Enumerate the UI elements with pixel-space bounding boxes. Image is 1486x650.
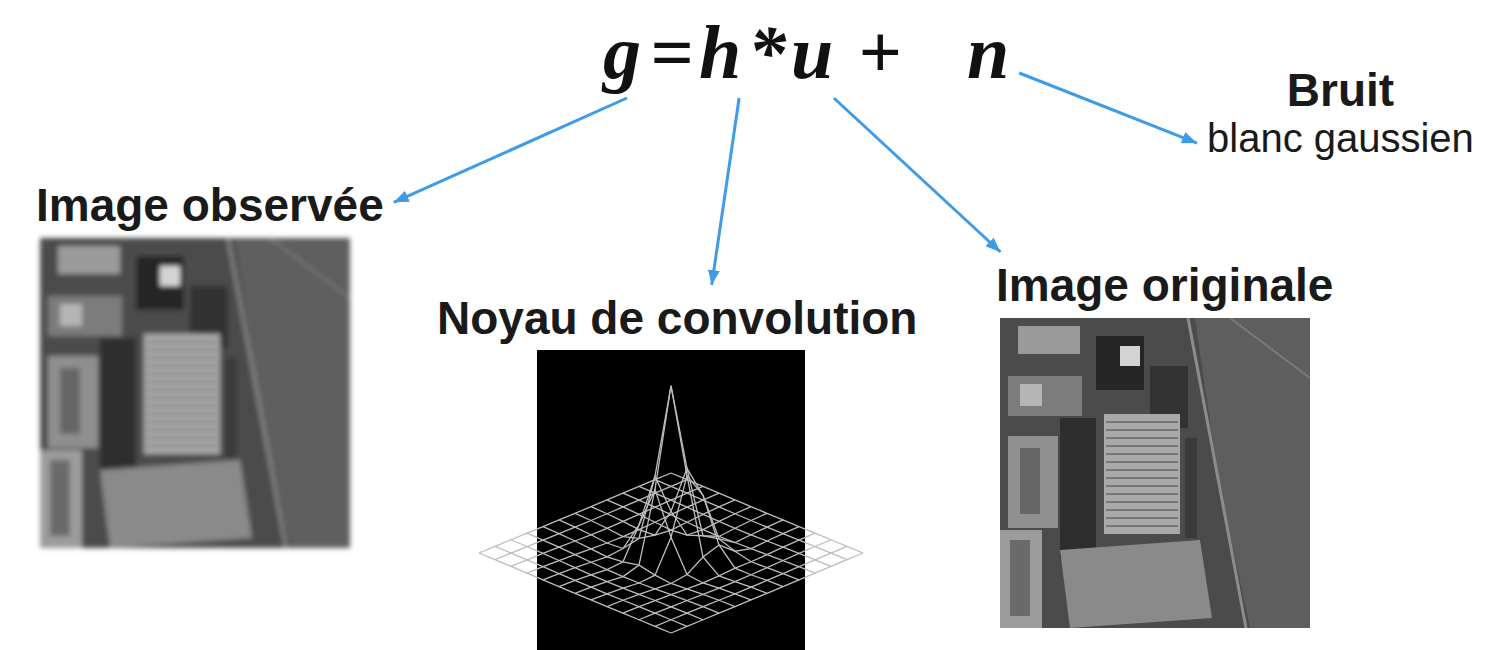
equation-operator: * (742, 10, 792, 94)
node-text: Noyau de convolution (437, 293, 917, 344)
node-text: Bruit (1207, 65, 1474, 116)
term-label: Bruitblanc gaussien (1201, 61, 1480, 164)
arrow-connector (1019, 73, 1197, 143)
mesh-line (591, 468, 783, 586)
mesh-line (479, 553, 671, 633)
mesh-line (655, 480, 847, 560)
mesh-line (591, 476, 783, 600)
arrow-connector (712, 98, 739, 285)
equation-operator: = (644, 10, 699, 94)
mesh-line (495, 480, 687, 560)
original-photo (1000, 318, 1310, 628)
node-text: n (967, 14, 1009, 90)
arrow-connector (394, 98, 627, 202)
mesh-line (527, 533, 719, 613)
node-text: Image originale (996, 260, 1333, 311)
mesh-line (623, 533, 815, 613)
mesh-line (639, 540, 831, 620)
mesh-line (575, 386, 767, 594)
node-text: u (791, 14, 833, 90)
equation-symbol: u (785, 10, 839, 94)
mesh-line (655, 546, 847, 626)
node-text: Image observée (36, 180, 384, 231)
equation-symbol: n (961, 10, 1015, 94)
operator-text: + (858, 14, 901, 90)
mesh-line (495, 546, 687, 626)
observed-photo (40, 238, 350, 548)
arrow-connector (834, 98, 1001, 252)
equation-symbol: g (597, 10, 647, 94)
term-label: Image originale (990, 256, 1339, 315)
term-label: Noyau de convolution (431, 289, 923, 348)
term-label: Image observée (30, 176, 390, 235)
mesh-line (671, 553, 863, 633)
kernel-mesh (479, 386, 863, 633)
node-subtext: blanc gaussien (1207, 116, 1474, 160)
node-text: g (603, 14, 641, 90)
equation-symbol: h (693, 10, 747, 94)
mesh-line (575, 386, 767, 594)
mesh-line (559, 476, 751, 586)
operator-text: = (650, 14, 693, 90)
mesh-line (559, 489, 751, 600)
equation-operator: + (852, 10, 907, 94)
operator-text: * (748, 14, 786, 90)
mesh-line (511, 540, 703, 620)
node-text: h (699, 14, 741, 90)
